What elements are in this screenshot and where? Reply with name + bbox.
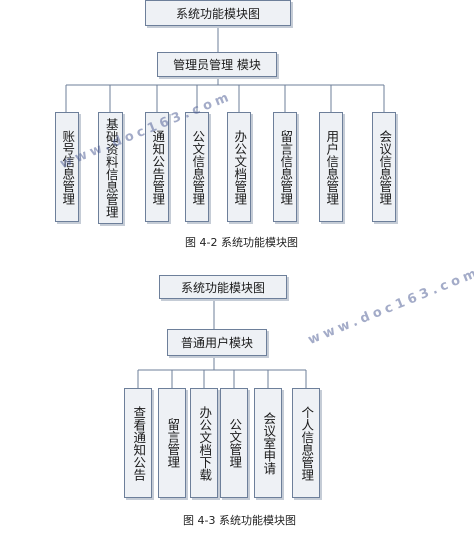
d2-leaf-room-apply: 会议室申请 xyxy=(254,388,282,498)
d1-caption: 图 4-2 系统功能模块图 xyxy=(185,236,298,249)
d2-root-box: 系统功能模块图 xyxy=(159,275,287,299)
d1-root-box: 系统功能模块图 xyxy=(145,0,291,26)
d2-leaf-message: 留言管理 xyxy=(158,388,186,498)
d1-leaf-document: 公文信息管理 xyxy=(185,112,209,222)
d2-leaf-document: 公文管理 xyxy=(220,388,248,498)
d1-leaf-meeting: 会议信息管理 xyxy=(372,112,396,222)
d1-leaf-office-file: 办公文档管理 xyxy=(227,112,251,222)
d2-leaf-doc-download: 办公文档下载 xyxy=(190,388,218,498)
d2-caption: 图 4-3 系统功能模块图 xyxy=(183,514,296,527)
d2-user-module-box: 普通用户模块 xyxy=(167,329,267,356)
d1-leaf-account: 账号信息管理 xyxy=(55,112,79,222)
d1-admin-module-box: 管理员管理 模块 xyxy=(157,52,277,77)
d1-leaf-user: 用户信息管理 xyxy=(319,112,343,222)
d2-leaf-view-notice: 查看通知公告 xyxy=(124,388,152,498)
d1-leaf-message: 留言信息管理 xyxy=(273,112,297,222)
d1-leaf-notice: 通知公告管理 xyxy=(145,112,169,222)
d1-leaf-basic-data: 基础资料信息管理 xyxy=(98,112,123,224)
d2-leaf-personal-info: 个人信息管理 xyxy=(292,388,320,498)
